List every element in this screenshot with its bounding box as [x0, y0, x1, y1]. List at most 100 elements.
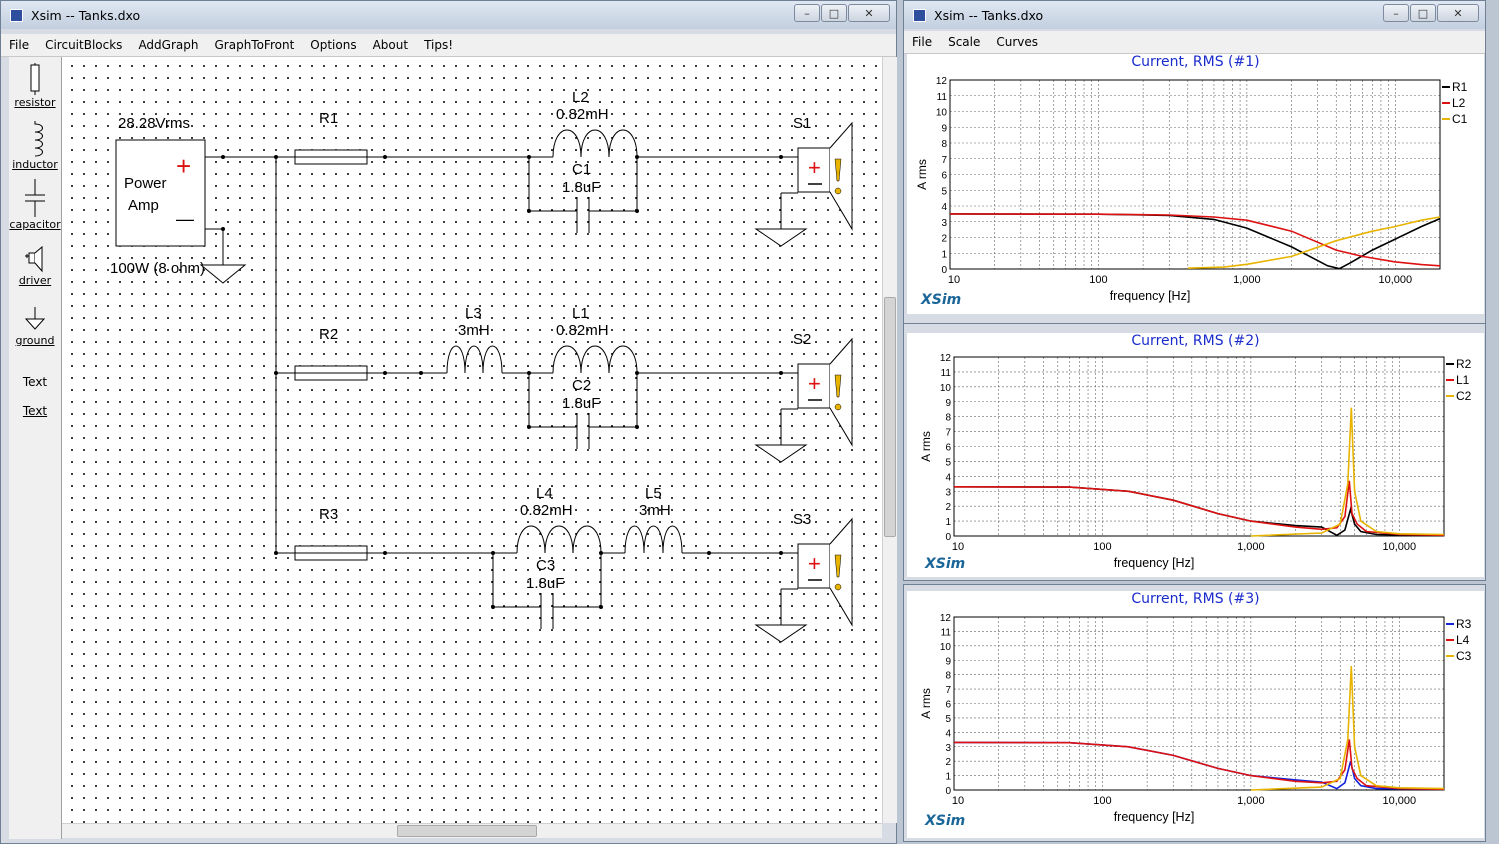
tool-inductor[interactable]: inductor	[9, 121, 61, 171]
graph-title: Current, RMS (#3)	[1131, 591, 1260, 607]
l2-value: 0.82mH	[556, 106, 609, 123]
maximize-button[interactable]: □	[1410, 4, 1436, 22]
menu-circuitblocks[interactable]: CircuitBlocks	[45, 38, 123, 52]
x-tick-label: 10,000	[1378, 274, 1412, 286]
maximize-button[interactable]: □	[821, 4, 847, 22]
menu-tips[interactable]: Tips!	[424, 38, 454, 52]
series-line-r1	[949, 213, 1441, 270]
menu-options[interactable]: Options	[310, 38, 357, 52]
plot-frame	[953, 356, 1445, 537]
y-tick-label: 7	[941, 155, 947, 166]
resistor-r1[interactable]: R1	[294, 110, 368, 165]
r2-label: R2	[319, 326, 338, 343]
tool-text-plain[interactable]: Text	[9, 371, 61, 390]
horizontal-scrollbar[interactable]	[62, 823, 882, 838]
x-tick-label: 10	[952, 795, 964, 807]
legend-label: L4	[1456, 633, 1470, 647]
tool-text-underlined[interactable]: Text	[9, 400, 61, 419]
x-tick-label: 100	[1093, 541, 1111, 553]
x-axis-label: frequency [Hz]	[1114, 556, 1195, 570]
y-tick-label: 5	[945, 714, 951, 725]
y-tick-label: 12	[936, 76, 948, 87]
capacitor-c3[interactable]: C3 1.8uF	[526, 557, 564, 592]
series-line-c2	[1250, 407, 1445, 537]
tool-capacitor[interactable]: capacitor	[9, 179, 61, 231]
grid	[949, 79, 1441, 270]
menu-about[interactable]: About	[372, 38, 409, 52]
speaker-s1[interactable]: + S1	[754, 115, 853, 247]
x-tick-label: 1,000	[1233, 274, 1261, 286]
l1-name: L1	[572, 305, 589, 322]
menu-curves[interactable]: Curves	[996, 35, 1039, 49]
plot-frame	[949, 79, 1441, 270]
vertical-scroll-thumb[interactable]	[884, 297, 896, 537]
grid	[953, 616, 1445, 791]
tool-label: capacitor	[9, 218, 61, 231]
y-tick-label: 8	[945, 671, 951, 682]
xsim-brand: XSim	[921, 292, 962, 308]
y-tick-label: 5	[945, 457, 951, 468]
schematic-canvas[interactable]: 28.28Vrms Power Amp 100W (8 ohm) + —	[62, 57, 882, 823]
menu-file[interactable]: File	[912, 35, 933, 49]
close-button[interactable]: ✕	[1437, 4, 1479, 22]
ground-icon	[24, 307, 46, 330]
graph-titlebar[interactable]: Xsim -- Tanks.dxo – □ ✕	[904, 1, 1485, 29]
minus-icon: —	[176, 209, 194, 229]
amp-label-line1: Power	[124, 175, 167, 192]
y-tick-label: 11	[941, 627, 952, 638]
y-tick-label: 9	[945, 398, 951, 409]
app-icon	[913, 9, 926, 22]
resistor-r3[interactable]: R3	[294, 506, 368, 561]
power-amp[interactable]: 28.28Vrms Power Amp 100W (8 ohm) + —	[110, 115, 206, 277]
schematic-titlebar[interactable]: Xsim -- Tanks.dxo – □ ✕	[1, 1, 896, 29]
resistor-r2[interactable]: R2	[294, 326, 368, 381]
capacitor-c1[interactable]: C1 1.8uF	[562, 161, 600, 196]
y-tick-label: 1	[945, 517, 951, 528]
legend-label: R1	[1452, 80, 1468, 94]
minimize-button[interactable]: –	[794, 4, 820, 22]
tool-label: inductor	[12, 158, 58, 171]
horizontal-scroll-thumb[interactable]	[397, 825, 537, 837]
tool-label: resistor	[14, 96, 56, 109]
capacitor-c2[interactable]: C2 1.8uF	[562, 377, 600, 412]
tool-ground[interactable]: ground	[9, 307, 61, 347]
capacitor-icon	[25, 179, 45, 217]
c1-name: C1	[572, 161, 591, 178]
series-line-c1	[1187, 216, 1441, 269]
grid	[953, 356, 1445, 537]
legend-label: C3	[1456, 649, 1472, 663]
y-axis-label: A rms	[919, 688, 933, 719]
minimize-button[interactable]: –	[1383, 4, 1409, 22]
driver-icon	[25, 245, 43, 273]
menu-graphtofront[interactable]: GraphToFront	[214, 38, 295, 52]
speaker-s3[interactable]: + S3	[754, 511, 853, 643]
inductor-l2[interactable]: L2 0.82mH	[552, 89, 638, 158]
tool-label: driver	[18, 274, 52, 287]
menu-file[interactable]: File	[9, 38, 30, 52]
y-tick-label: 8	[941, 139, 947, 150]
inductor-l3[interactable]: L3 3mH	[446, 305, 503, 374]
tool-label: Text	[22, 404, 48, 418]
y-tick-label: 9	[945, 656, 951, 667]
menu-addgraph[interactable]: AddGraph	[138, 38, 199, 52]
close-button[interactable]: ✕	[848, 4, 890, 22]
vertical-scrollbar[interactable]	[882, 57, 897, 823]
xsim-brand: XSim	[925, 813, 966, 829]
tool-resistor[interactable]: resistor	[9, 63, 61, 109]
window-title: Xsim -- Tanks.dxo	[934, 8, 1044, 23]
schematic-drawing: 28.28Vrms Power Amp 100W (8 ohm) + —	[110, 89, 853, 643]
menu-scale[interactable]: Scale	[948, 35, 981, 49]
inductor-l5[interactable]: L5 3mH	[624, 485, 683, 554]
x-tick-label: 1,000	[1237, 541, 1265, 553]
graph-title: Current, RMS (#1)	[1131, 54, 1260, 70]
tool-driver[interactable]: driver	[9, 245, 61, 287]
inductor-l1[interactable]: L1 0.82mH	[552, 305, 638, 374]
tool-label: Text	[22, 375, 48, 389]
speaker-s2[interactable]: + S2	[754, 331, 853, 463]
x-tick-label: 100	[1089, 274, 1107, 286]
svg-text:+: +	[808, 551, 821, 576]
inductor-l4[interactable]: L4 0.82mH	[516, 485, 602, 554]
